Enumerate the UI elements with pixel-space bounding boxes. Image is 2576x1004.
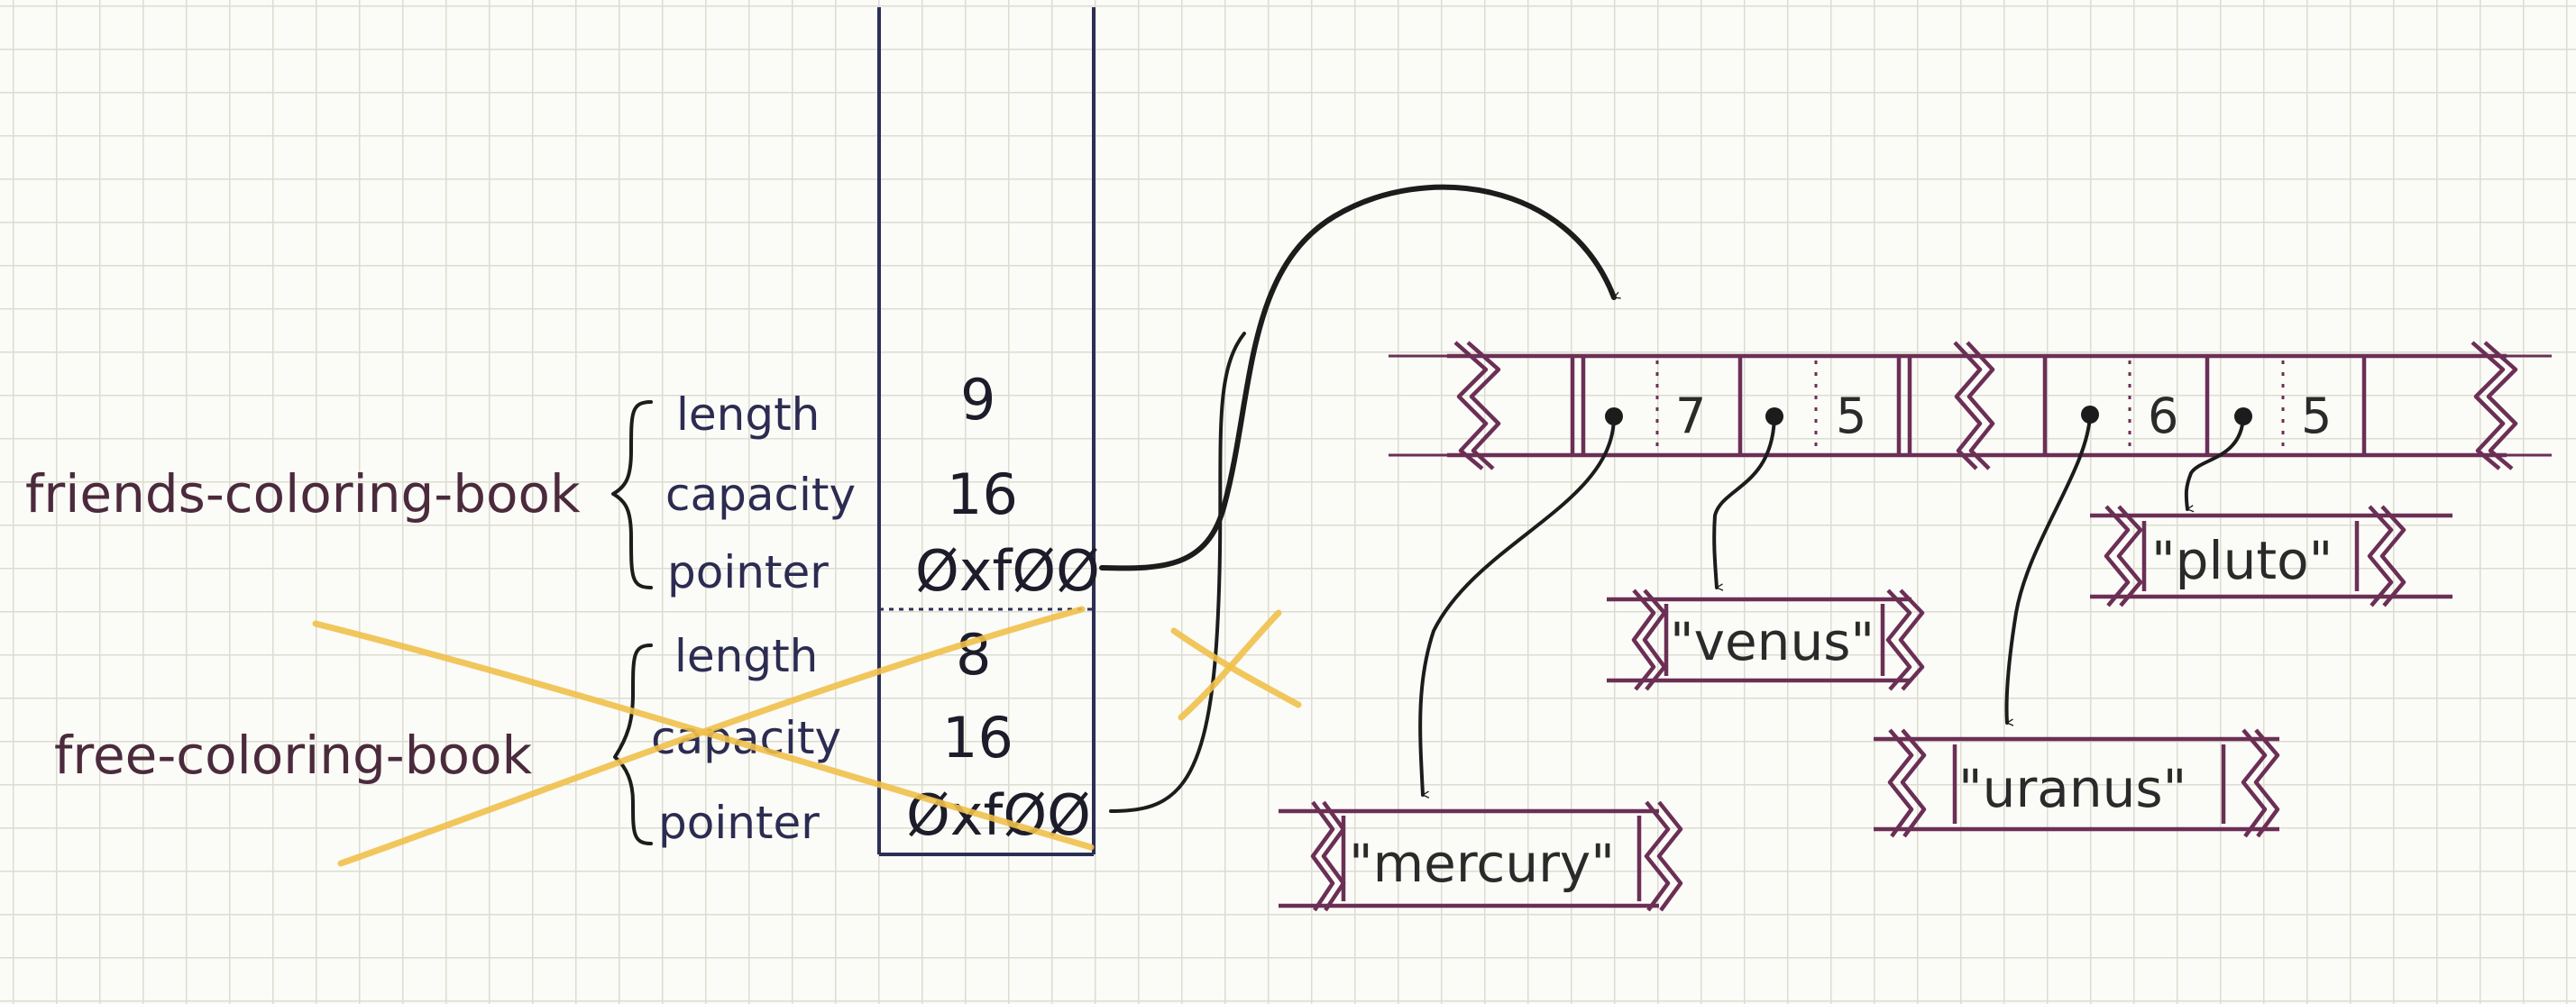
pluto-string-box: "pluto": [2090, 505, 2452, 607]
stack-column: [877, 7, 1095, 856]
free-pointer-arrow: [1109, 332, 1246, 813]
uranus-string-box: "uranus": [1874, 728, 2280, 838]
heap-array: [1389, 341, 2552, 470]
uranus-string: "uranus": [1958, 758, 2186, 819]
element-4-length: 5: [2301, 388, 2332, 444]
friends-pointer-label: pointer: [667, 546, 829, 598]
mercury-string-box: "mercury": [1279, 800, 1683, 912]
uranus-link-arrow: [2004, 413, 2092, 723]
free-coloring-book-group: free-coloring-book length capacity point…: [54, 606, 1095, 867]
friends-coloring-book-label: friends-coloring-book: [25, 463, 581, 525]
mercury-link-arrow: [1418, 415, 1616, 795]
dangling-pointer-cross: [1170, 609, 1302, 721]
friends-capacity-value: 16: [947, 461, 1018, 527]
venus-link-arrow: [1712, 415, 1776, 588]
friends-coloring-book-group: friends-coloring-book length capacity po…: [25, 367, 1100, 604]
element-1-length: 7: [1675, 388, 1706, 444]
free-length-value: 8: [956, 622, 991, 688]
free-coloring-book-label: free-coloring-book: [54, 725, 533, 786]
friends-pointer-value: ØxfØØ: [915, 538, 1100, 604]
free-length-label: length: [674, 630, 818, 682]
friends-length-label: length: [676, 388, 820, 441]
free-capacity-value: 16: [942, 705, 1013, 771]
venus-string-box: "venus": [1607, 589, 1925, 691]
venus-string: "venus": [1670, 611, 1875, 672]
friends-capacity-label: capacity: [665, 469, 856, 521]
free-brace: [613, 643, 653, 845]
free-coloring-book-cross-out: [312, 606, 1095, 867]
free-pointer-label: pointer: [658, 797, 820, 849]
pluto-link-arrow: [2184, 415, 2245, 509]
mercury-string: "mercury": [1349, 833, 1615, 894]
friends-brace: [611, 400, 653, 589]
element-2-length: 5: [1836, 388, 1866, 444]
friends-pointer-arrow: [1099, 184, 1614, 571]
pluto-string: "pluto": [2151, 530, 2333, 591]
element-3-length: 6: [2148, 388, 2178, 444]
friends-length-value: 9: [960, 367, 995, 433]
